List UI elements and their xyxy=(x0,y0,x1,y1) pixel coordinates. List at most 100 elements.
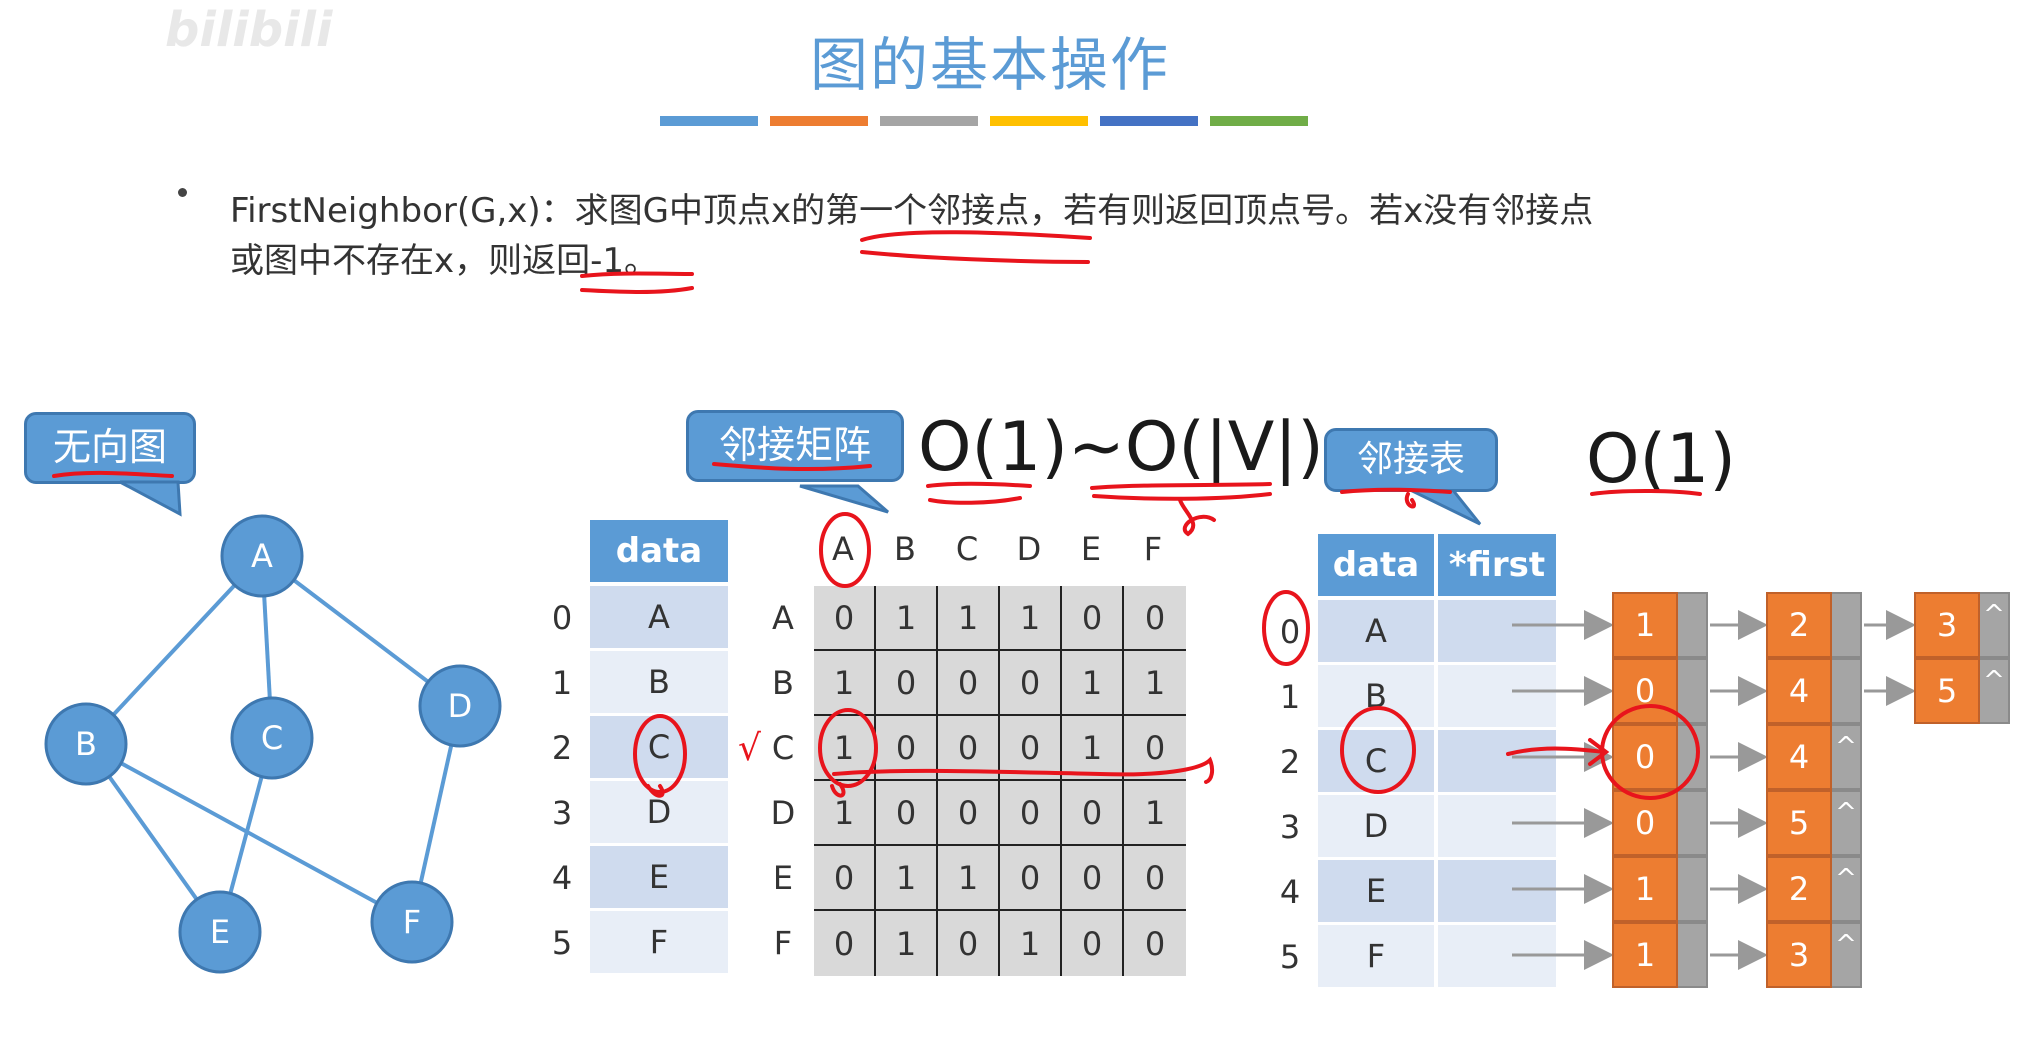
graph-vertex-A xyxy=(220,514,304,598)
list-index: 2 xyxy=(1279,743,1301,781)
list-node: 0 xyxy=(1612,724,1708,790)
matrix-cell: 0 xyxy=(938,781,1000,846)
list-index: 3 xyxy=(1279,808,1301,846)
list-node-pointer xyxy=(1678,724,1708,790)
matrix-index: 3 xyxy=(551,794,573,832)
matrix-cell: 0 xyxy=(1062,781,1124,846)
matrix-index: 4 xyxy=(551,859,573,897)
matrix-cell: 0 xyxy=(1000,651,1062,716)
graph-edge-AB xyxy=(84,554,264,746)
graph-vertex-label: F xyxy=(403,903,421,941)
matrix-index: 2 xyxy=(551,729,573,767)
list-node-value: 5 xyxy=(1766,790,1832,856)
list-node-value: 5 xyxy=(1914,658,1980,724)
list-node: 1 xyxy=(1612,592,1708,658)
list-node: 0 xyxy=(1612,790,1708,856)
list-node-value: 0 xyxy=(1612,724,1678,790)
matrix-cell: 0 xyxy=(814,911,876,976)
list-data-cell: F xyxy=(1318,925,1434,990)
list-node: 3^ xyxy=(1766,922,1862,988)
description-line-1: FirstNeighbor(G,x)：求图G中顶点x的第一个邻接点，若有则返回顶… xyxy=(230,191,1594,231)
list-node-pointer xyxy=(1832,658,1862,724)
matrix-complexity: O(1)~O(|V|) xyxy=(918,408,1324,487)
matrix-cell: 1 xyxy=(814,781,876,846)
list-node-pointer xyxy=(1678,856,1708,922)
list-node-pointer: ^ xyxy=(1832,724,1862,790)
matrix-cell: 1 xyxy=(938,586,1000,651)
matrix-cell: 0 xyxy=(1062,911,1124,976)
matrix-cell: 0 xyxy=(876,781,938,846)
list-first-cell xyxy=(1438,795,1556,860)
color-bar-segment xyxy=(990,116,1088,126)
color-bar-segment xyxy=(1210,116,1308,126)
graph-vertex-label: E xyxy=(210,913,230,951)
graph-vertex-label: B xyxy=(75,725,97,763)
list-row: D xyxy=(1318,795,1556,860)
list-node-value: 1 xyxy=(1612,922,1678,988)
list-node: 2 xyxy=(1766,592,1862,658)
list-data-header: data xyxy=(1318,534,1434,596)
list-node: 1 xyxy=(1612,856,1708,922)
list-first-cell xyxy=(1438,925,1556,990)
list-node: 3^ xyxy=(1914,592,2010,658)
list-node-value: 4 xyxy=(1766,724,1832,790)
matrix-cell: 0 xyxy=(1000,781,1062,846)
adjacency-list-callout: 邻接表 xyxy=(1324,428,1498,492)
list-data-cell: A xyxy=(1318,600,1434,665)
list-node: 5^ xyxy=(1914,658,2010,724)
callout-pointer xyxy=(799,484,889,514)
graph-vertex-F xyxy=(370,880,454,964)
graph-vertex-label: A xyxy=(251,537,273,575)
list-node-pointer xyxy=(1678,922,1708,988)
list-row: F xyxy=(1318,925,1556,990)
matrix-cell: 0 xyxy=(1124,846,1186,911)
bullet-point xyxy=(178,188,187,197)
matrix-data-cell: F xyxy=(590,911,728,976)
matrix-cell: 1 xyxy=(1124,651,1186,716)
list-node: 4 xyxy=(1766,658,1862,724)
list-first-cell xyxy=(1438,860,1556,925)
list-index: 4 xyxy=(1279,873,1301,911)
list-node-value: 2 xyxy=(1766,856,1832,922)
matrix-cell: 0 xyxy=(1144,924,1166,963)
matrix-column-header: F xyxy=(1143,530,1163,568)
matrix-column-header: E xyxy=(1080,530,1102,568)
list-first-cell xyxy=(1438,665,1556,730)
color-bar-segment xyxy=(1100,116,1198,126)
matrix-cell: 0 xyxy=(814,586,876,651)
matrix-cell: 1 xyxy=(876,911,938,976)
list-node-value: 3 xyxy=(1766,922,1832,988)
list-node-pointer xyxy=(1832,592,1862,658)
list-node-value: 1 xyxy=(1612,856,1678,922)
matrix-cell: 0 xyxy=(1000,846,1062,911)
matrix-cell: 0 xyxy=(938,651,1000,716)
graph-vertex-E xyxy=(178,890,262,974)
matrix-column-header: D xyxy=(1016,530,1042,568)
matrix-cell: 1 xyxy=(876,846,938,911)
list-node-value: 4 xyxy=(1766,658,1832,724)
matrix-cell: 0 xyxy=(876,651,938,716)
matrix-index: 0 xyxy=(551,599,573,637)
watermark: bilibili xyxy=(165,2,333,58)
list-node-value: 3 xyxy=(1914,592,1980,658)
matrix-data-header: data xyxy=(590,520,728,582)
graph-vertex-C xyxy=(230,696,314,780)
list-node: 2^ xyxy=(1766,856,1862,922)
page-title: 图的基本操作 xyxy=(809,31,1170,99)
color-bar-segment xyxy=(880,116,978,126)
matrix-data-cell: A xyxy=(590,586,728,651)
matrix-row-header: D xyxy=(770,794,796,832)
matrix-cell: 0 xyxy=(814,846,876,911)
list-node-pointer: ^ xyxy=(1832,790,1862,856)
graph-vertex-label: D xyxy=(448,687,473,725)
matrix-cell: 1 xyxy=(1124,781,1186,846)
color-bar-segment xyxy=(660,116,758,126)
list-first-header: *first xyxy=(1438,534,1556,596)
list-node-value: 0 xyxy=(1612,658,1678,724)
list-node-pointer: ^ xyxy=(1980,592,2010,658)
list-node-pointer xyxy=(1678,592,1708,658)
matrix-index: 5 xyxy=(551,924,573,962)
